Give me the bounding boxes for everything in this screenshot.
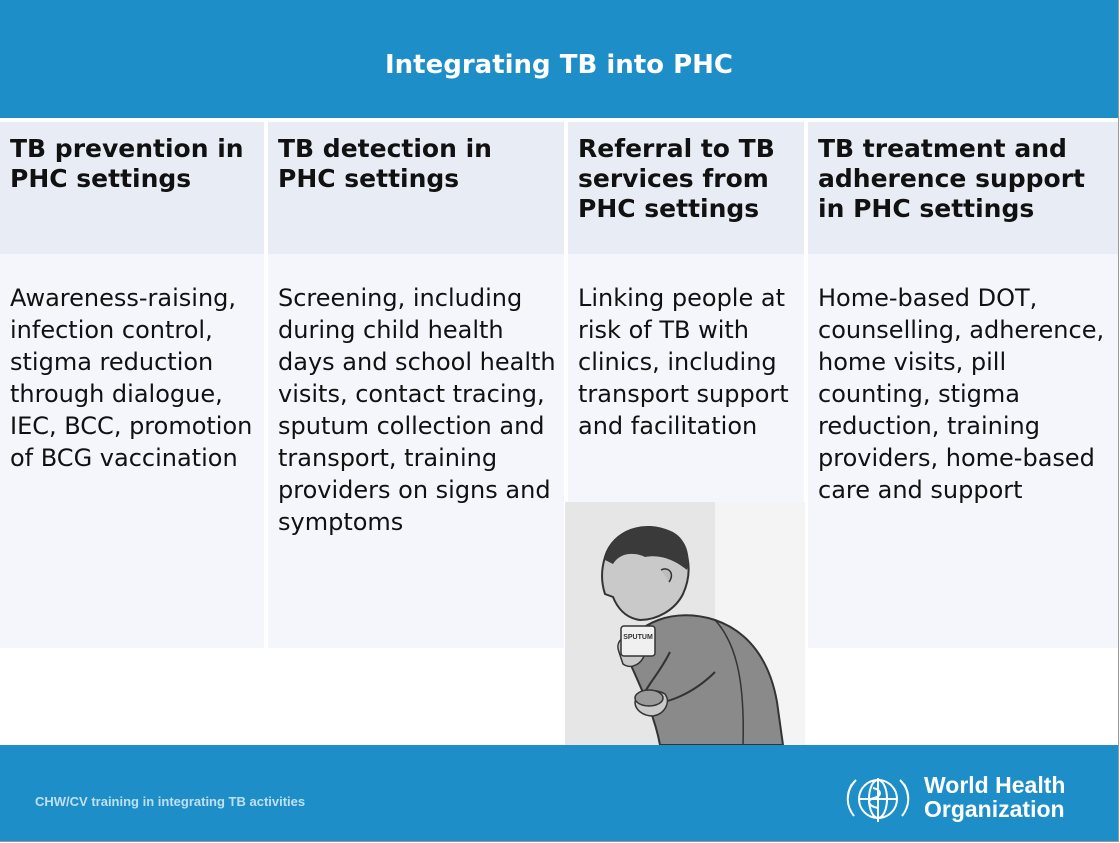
column-body-referral: Linking people at risk of TB with clinic… — [568, 254, 804, 502]
who-logo-line2: Organization — [924, 796, 1065, 822]
cup-label: SPUTUM — [623, 634, 653, 641]
column-header-detection: TB detection in PHC settings — [268, 122, 564, 254]
footer-text: CHW/CV training in integrating TB activi… — [35, 794, 306, 809]
who-logo-text: World Health Organization — [924, 773, 1065, 821]
column-header-treatment: TB treatment and adherence support in PH… — [808, 122, 1118, 254]
sputum-collection-illustration: SPUTUM — [565, 502, 805, 746]
column-body-detection: Screening, including during child health… — [268, 254, 564, 648]
column-body-prevention: Awareness-raising, infection control, st… — [0, 254, 264, 648]
who-logo-line1: World Health — [924, 772, 1066, 798]
footer-bar — [0, 745, 1118, 841]
title-bar — [0, 0, 1118, 118]
column-body-treatment: Home-based DOT, counselling, adherence, … — [808, 254, 1118, 648]
column-header-referral: Referral to TB services from PHC setting… — [568, 122, 804, 254]
who-emblem-icon — [840, 770, 916, 828]
slide-title: Integrating TB into PHC — [384, 50, 733, 80]
column-header-prevention: TB prevention in PHC settings — [0, 122, 264, 254]
